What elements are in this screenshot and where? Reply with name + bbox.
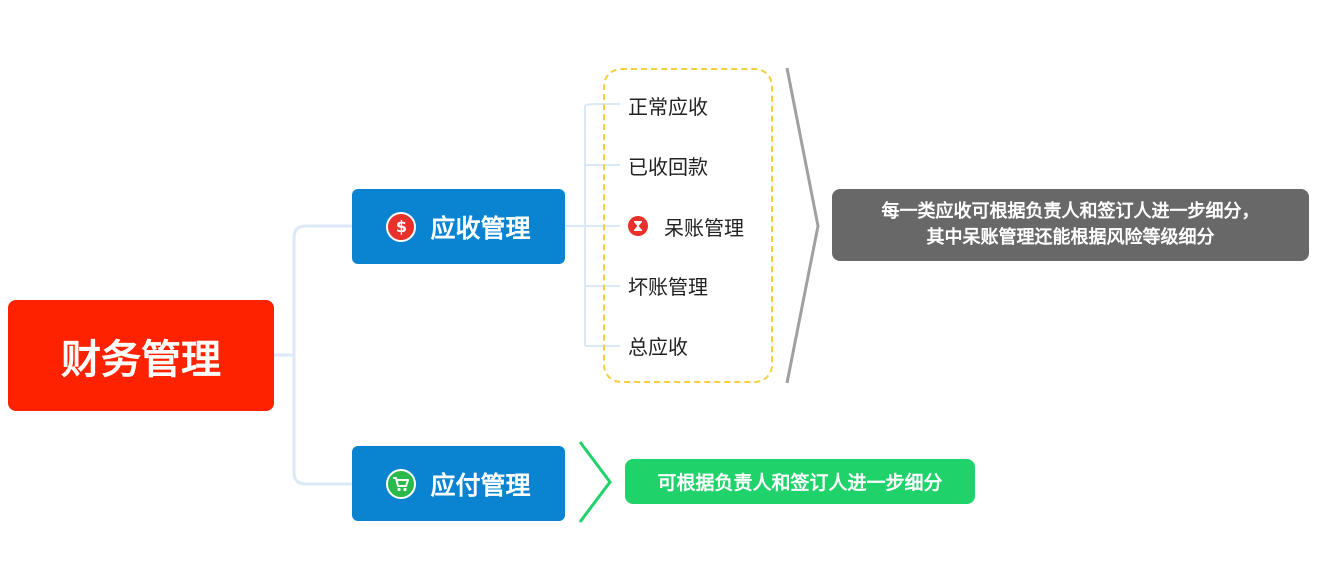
leaf-node[interactable]: 呆账管理 (628, 212, 744, 240)
hourglass-icon (628, 216, 648, 236)
summary-bracket-gray (785, 67, 820, 384)
leaf-label: 坏账管理 (628, 274, 708, 299)
summary-bracket-green (578, 441, 612, 523)
leaf-label: 呆账管理 (664, 215, 744, 240)
leaf-node[interactable]: 坏账管理 (628, 271, 708, 299)
leaf-node[interactable]: 已收回款 (628, 151, 708, 179)
summary-line: 可根据负责人和签订人进一步细分 (657, 472, 943, 494)
root-label: 财务管理 (61, 336, 221, 383)
root-branch-connector (274, 224, 352, 486)
leaf-label: 正常应收 (628, 94, 708, 119)
branch-label: 应付管理 (430, 470, 531, 500)
dollar-icon: $ (386, 211, 417, 242)
leaf-label: 已收回款 (628, 154, 708, 179)
summary-line: 每一类应收可根据负责人和签订人进一步细分， (881, 201, 1260, 222)
leaf-label: 总应收 (628, 334, 688, 359)
receivables-group-boundary (603, 68, 773, 383)
branch-node-receivables[interactable]: $ 应收管理 (352, 189, 565, 264)
branch-leaf-connector (565, 103, 620, 347)
branch-node-payables[interactable]: 应付管理 (352, 446, 565, 521)
summary-line: 其中呆账管理还能根据风险等级细分 (926, 227, 1215, 248)
leaf-node[interactable]: 正常应收 (628, 91, 708, 119)
summary-note-payables[interactable]: 可根据负责人和签订人进一步细分 (625, 459, 975, 504)
leaf-node[interactable]: 总应收 (628, 331, 688, 359)
branch-label: 应收管理 (430, 213, 531, 243)
root-node[interactable]: 财务管理 (8, 300, 274, 411)
summary-note-receivables[interactable]: 每一类应收可根据负责人和签订人进一步细分， 其中呆账管理还能根据风险等级细分 (832, 189, 1309, 261)
cart-icon (386, 468, 417, 499)
